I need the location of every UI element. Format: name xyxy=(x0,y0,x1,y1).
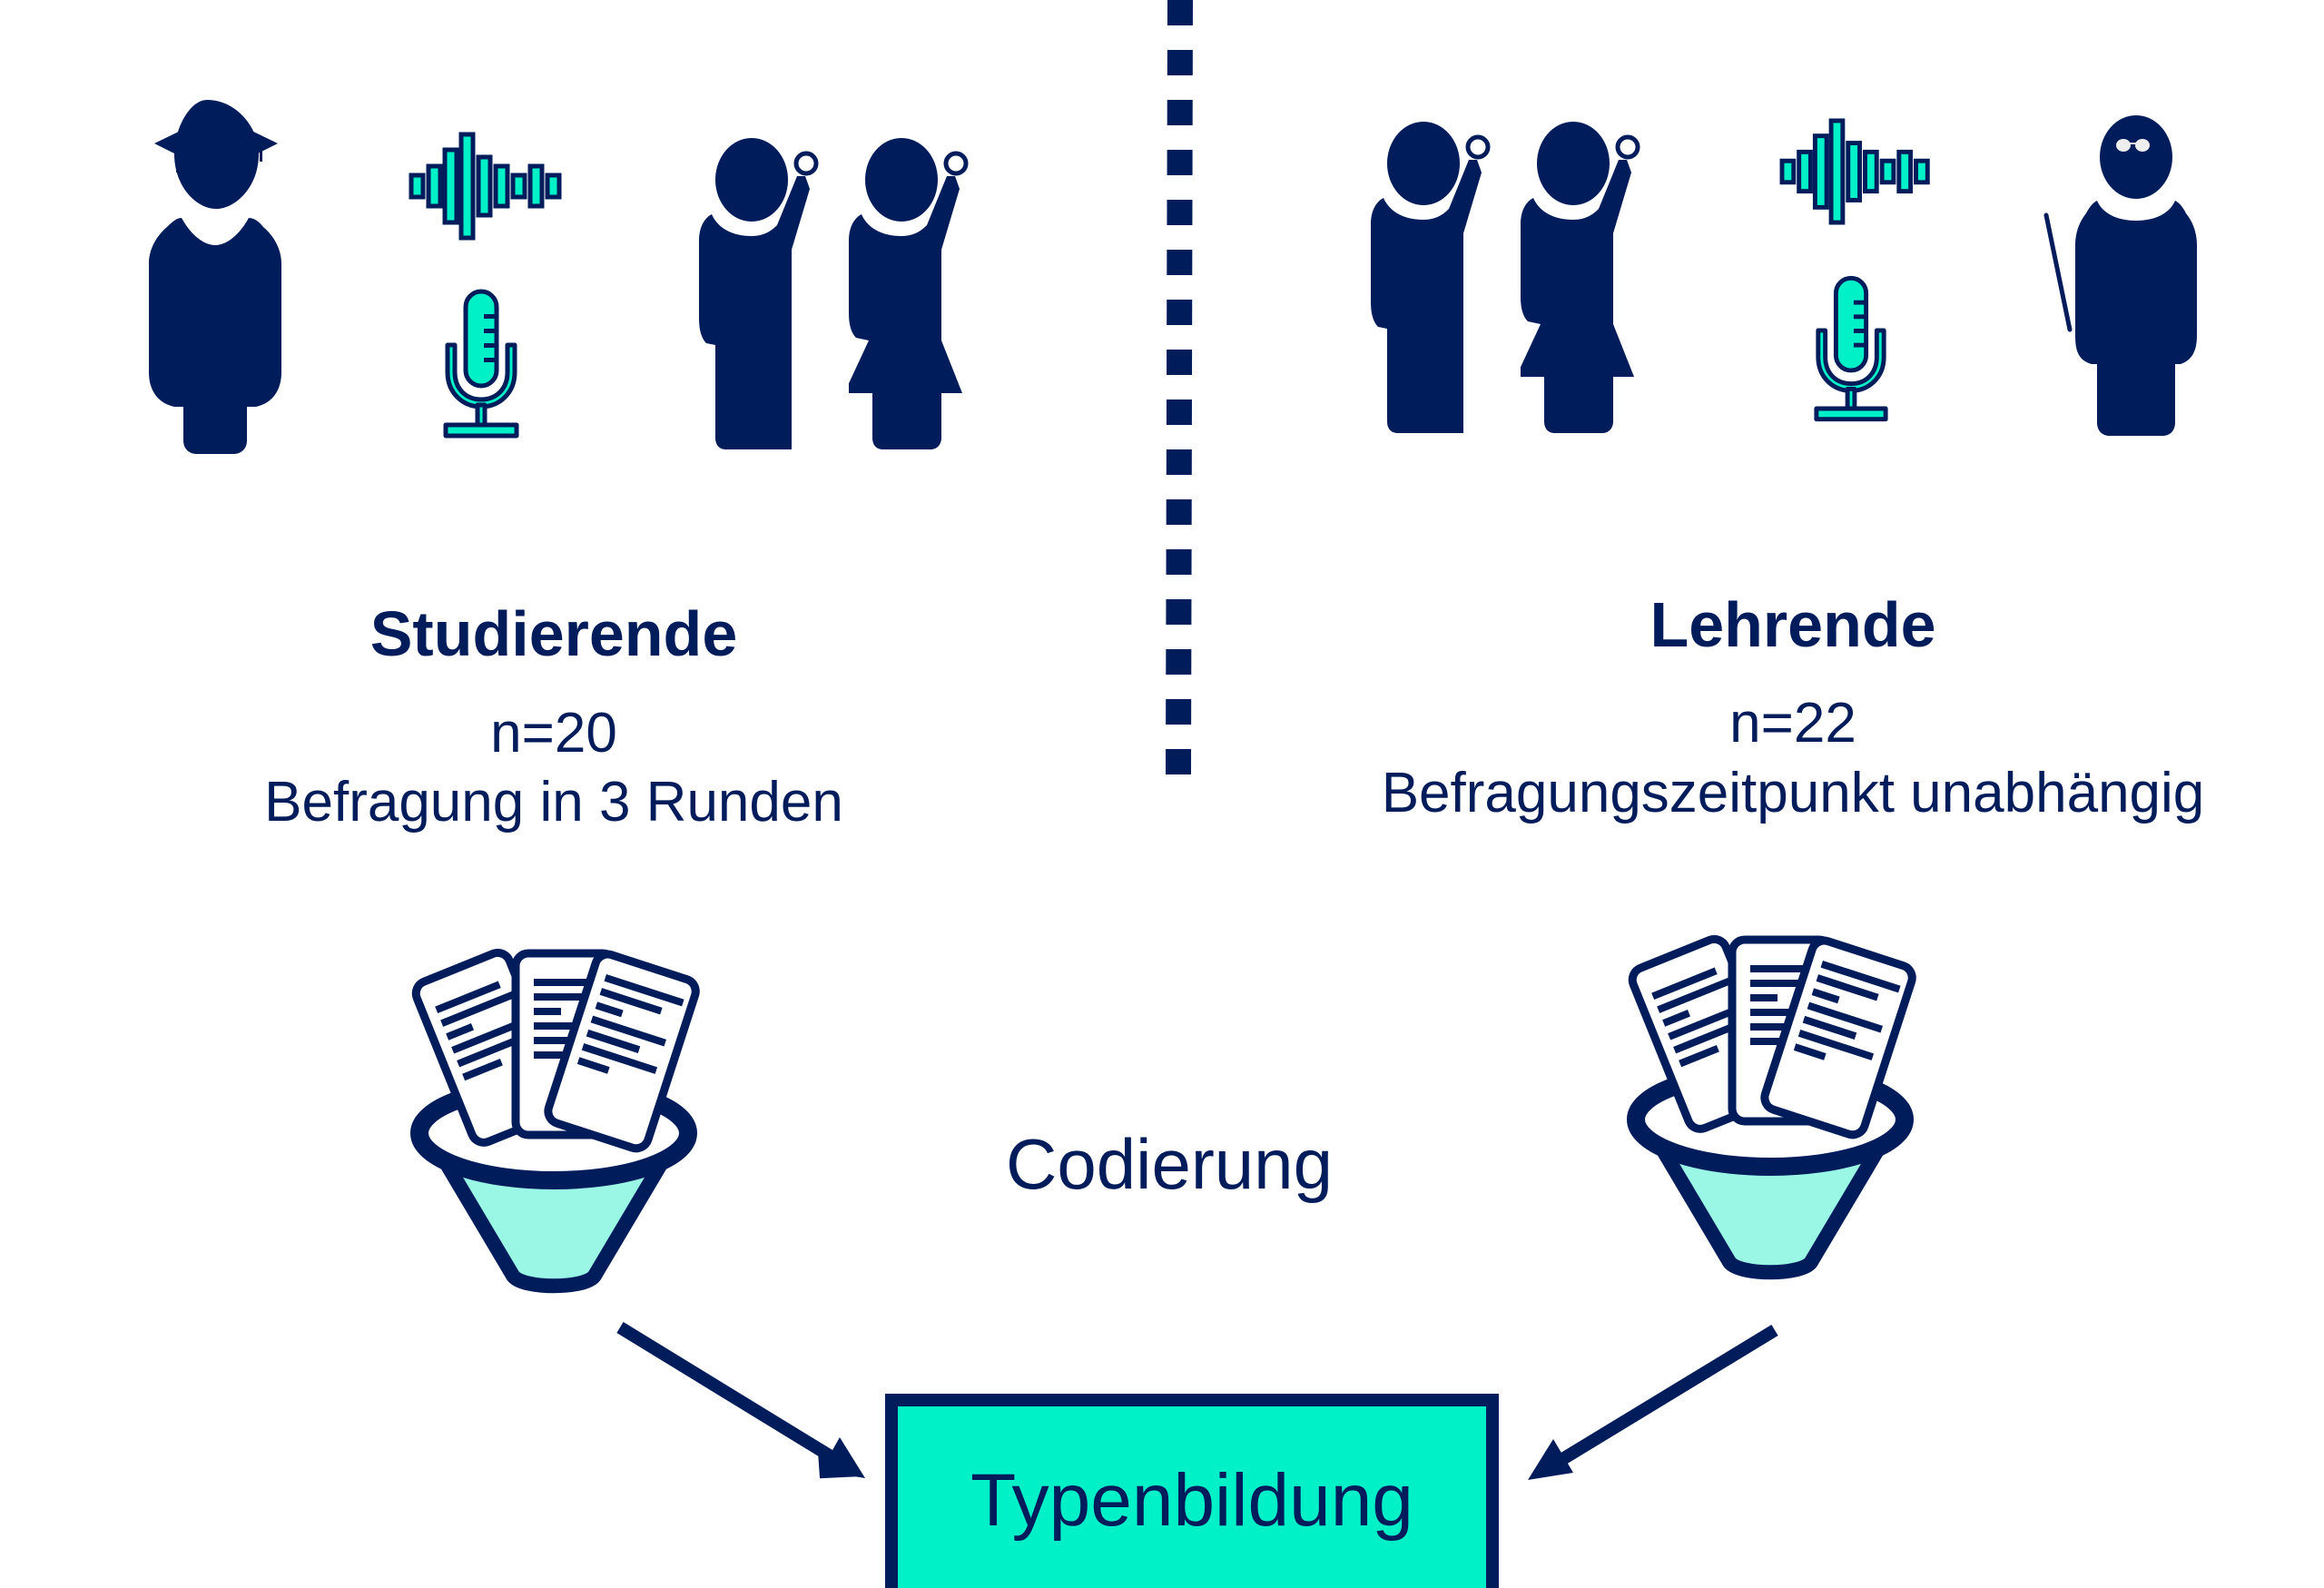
group-sample-size: n=22 xyxy=(1729,692,1856,755)
result-label: Typenbildung xyxy=(970,1459,1413,1542)
group-title-lehrende: Lehrende xyxy=(1649,589,1936,660)
group-title-studierende: Studierende xyxy=(369,598,738,669)
teacher-with-pointer-icon xyxy=(2043,115,2197,436)
group-sample-size: n=20 xyxy=(490,702,617,764)
group-survey-note: Befragungszeitpunkt unabhängig xyxy=(1381,762,2205,824)
graduate-icon xyxy=(149,100,281,454)
coding-label: Codierung xyxy=(1006,1124,1333,1204)
group-survey-note: Befragung in 3 Runden xyxy=(264,771,843,833)
arrow-shaft xyxy=(1556,1325,1778,1466)
arrow-shaft xyxy=(616,1322,834,1462)
result-box-typenbildung: Typenbildung xyxy=(885,1394,1499,1588)
arrow-head xyxy=(1528,1439,1573,1480)
